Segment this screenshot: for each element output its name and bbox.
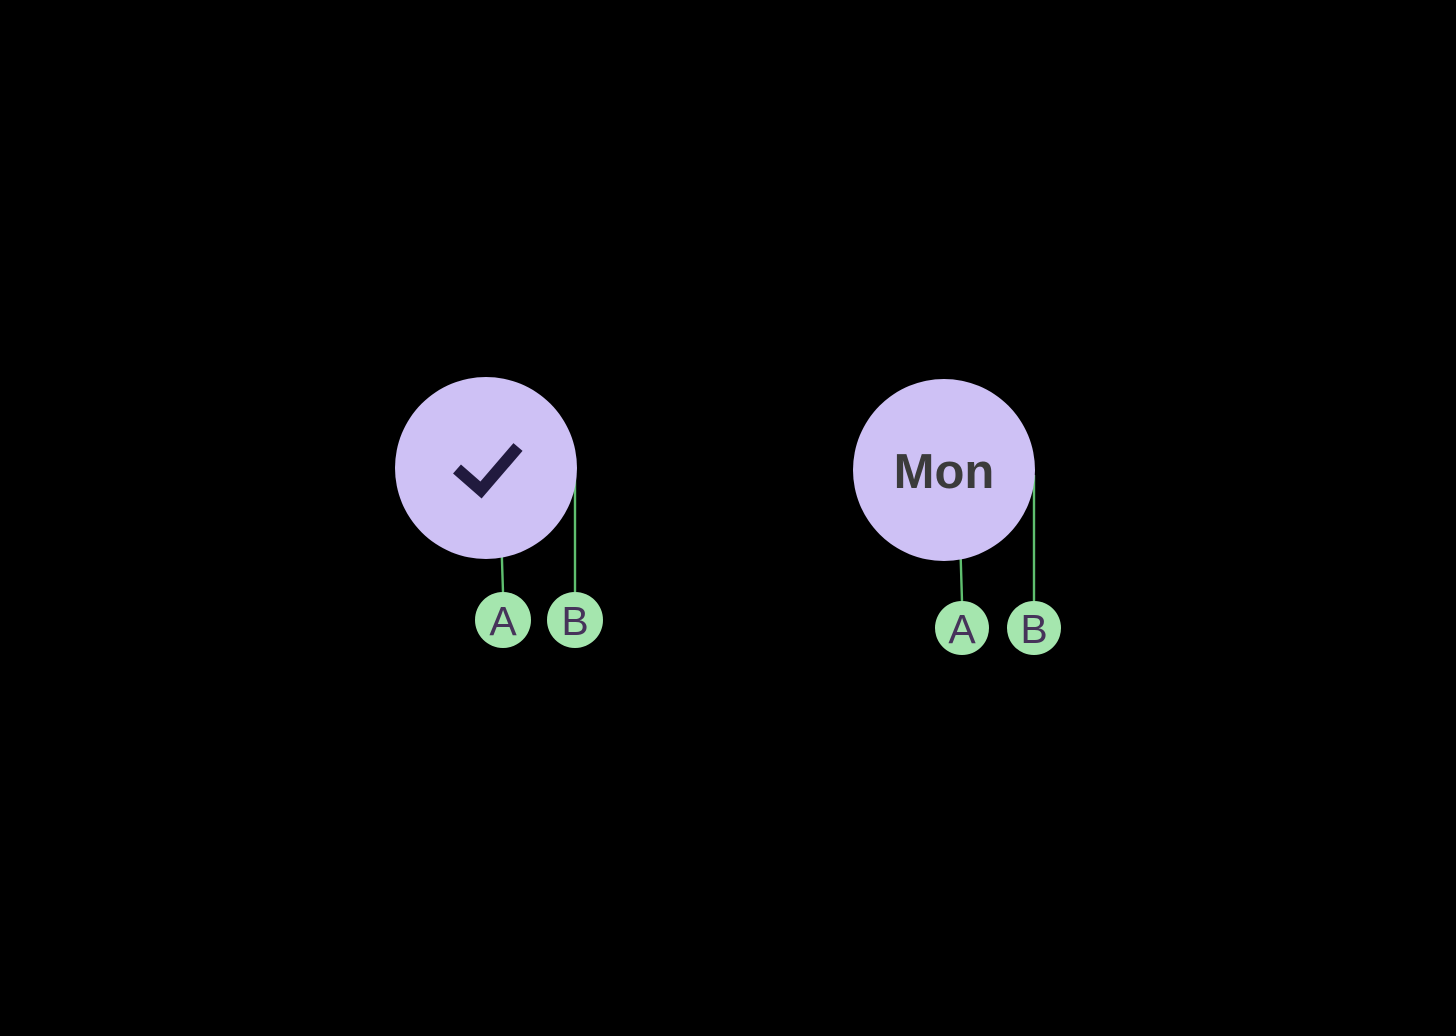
node-group-check: A B bbox=[395, 377, 603, 648]
child-node-mon-a[interactable] bbox=[935, 601, 989, 655]
child-node-check-a-label: A bbox=[489, 598, 517, 644]
child-node-mon-a-label: A bbox=[948, 606, 976, 652]
parent-node-mon-label: Mon bbox=[894, 445, 995, 499]
parent-node-mon[interactable] bbox=[853, 379, 1035, 561]
child-node-check-a[interactable] bbox=[475, 592, 531, 648]
child-node-mon-b-label: B bbox=[1020, 606, 1047, 652]
child-node-check-b-label: B bbox=[561, 598, 588, 644]
parent-node-check[interactable] bbox=[395, 377, 577, 559]
node-group-mon: Mon A B bbox=[853, 379, 1061, 655]
check-icon bbox=[453, 443, 523, 499]
child-node-check-b[interactable] bbox=[547, 592, 603, 648]
child-node-mon-b[interactable] bbox=[1007, 601, 1061, 655]
